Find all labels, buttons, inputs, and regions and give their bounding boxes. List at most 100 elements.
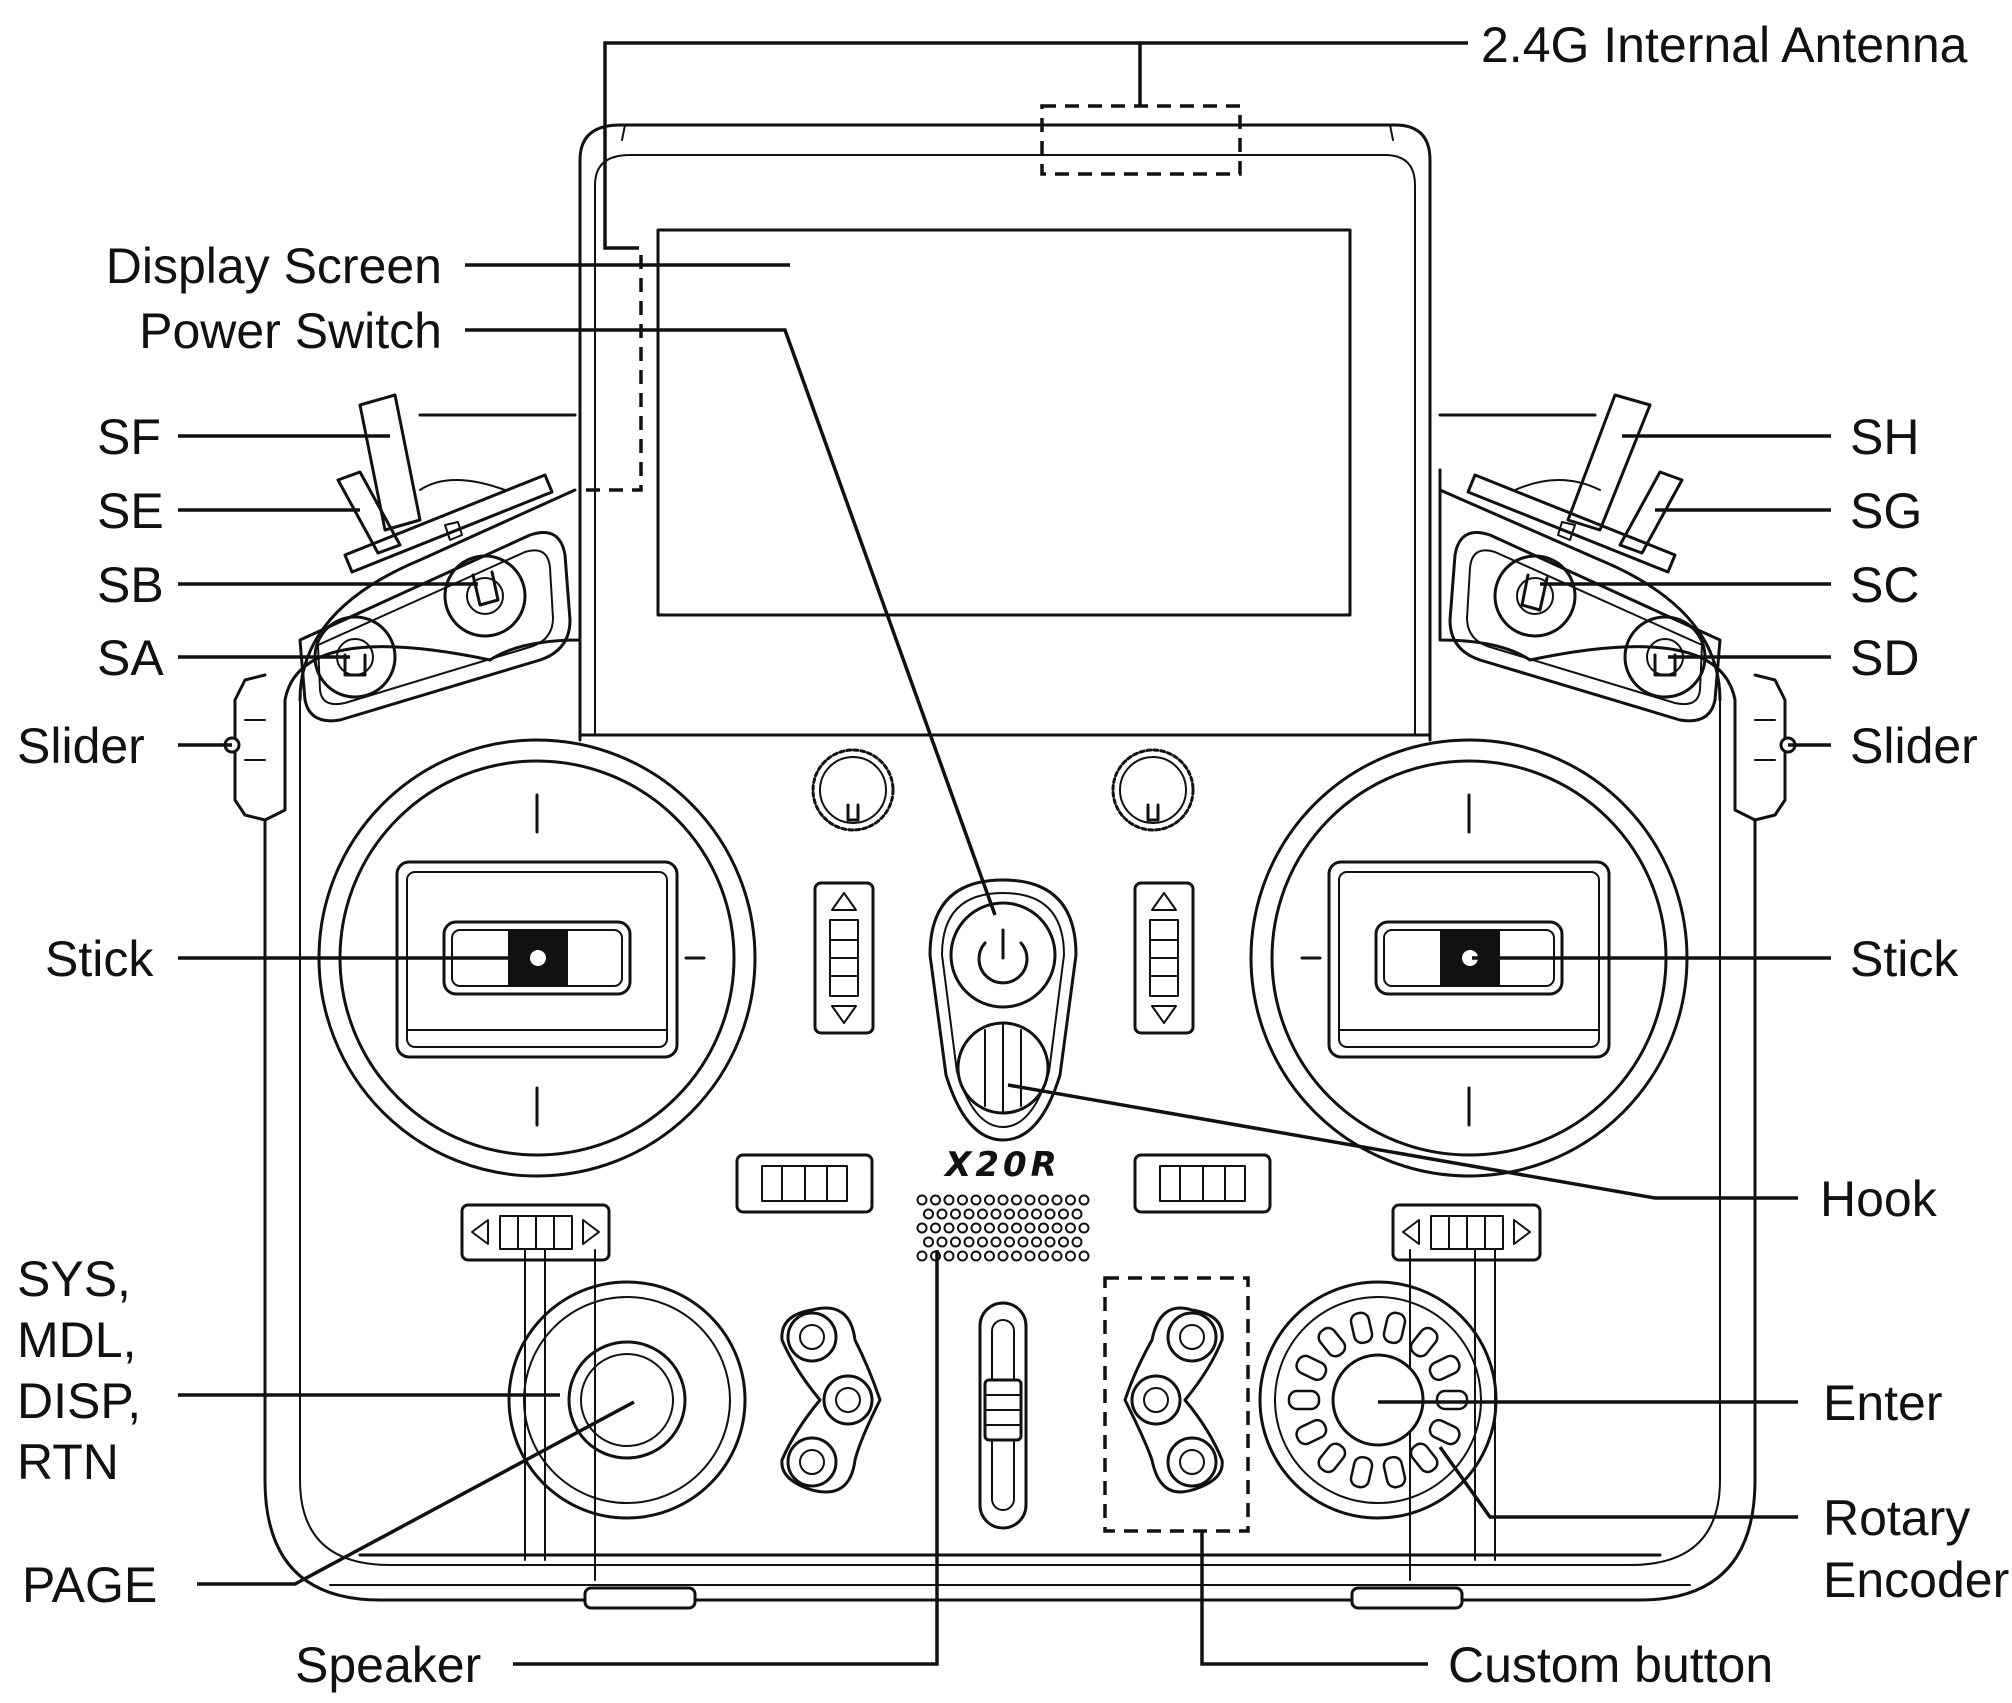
speaker-hole [916,1222,928,1234]
trim-right-vertical[interactable] [1133,881,1195,1035]
speaker-hole [977,1236,988,1248]
speaker-hole [936,1236,948,1248]
custom-key-3[interactable] [1166,1436,1218,1488]
speaker-hole [1024,1194,1036,1206]
label-page: PAGE [22,1557,157,1613]
left-key-3[interactable] [786,1436,838,1488]
encoder-notch [1409,1442,1439,1474]
knob-left[interactable] [811,748,895,832]
custom-button-cluster [1123,1306,1224,1494]
leader-lines [178,41,1831,1666]
label-display-screen: Display Screen [106,238,442,294]
speaker-hole [1078,1194,1090,1206]
custom-key-1[interactable] [1166,1311,1218,1363]
label-slider-left: Slider [17,718,145,774]
label-stick-right: Stick [1850,931,1959,987]
speaker-hole [1038,1194,1049,1206]
left-switch-cluster [298,393,572,723]
trim-left-vertical[interactable] [813,881,875,1035]
speaker-hole [984,1250,995,1262]
power-switch[interactable] [949,901,1057,1009]
speaker-hole [957,1250,968,1262]
trim-center-left[interactable] [735,1153,874,1214]
speaker-hole [1065,1250,1076,1262]
left-button-cluster [780,1306,882,1494]
label-sf: SF [97,409,161,465]
encoder-notch [1382,1311,1407,1345]
speaker-hole [1051,1194,1063,1206]
knob-right[interactable] [1111,748,1195,832]
encoder-notches [1287,1311,1469,1489]
speaker-hole [1011,1222,1022,1234]
label-rotary: Rotary [1823,1490,1970,1546]
speaker-hole [977,1208,988,1220]
speaker-hole [943,1194,955,1206]
speaker-hole [916,1194,928,1206]
speaker-hole [1024,1222,1036,1234]
speaker-hole [950,1208,961,1220]
custom-key-2[interactable] [1130,1374,1182,1426]
display-screen [656,228,1352,617]
speaker-hole [1024,1250,1036,1262]
encoder-notch [1317,1326,1347,1358]
speaker-hole [1044,1208,1056,1220]
encoder-notch [1428,1354,1461,1382]
left-key-1[interactable] [786,1311,838,1363]
encoder-notch [1287,1389,1321,1411]
speaker-hole [997,1250,1009,1262]
label-sa: SA [97,630,164,686]
encoder-notch [1428,1418,1461,1446]
nav-button-ring[interactable] [507,1280,747,1520]
page-button[interactable] [567,1340,687,1460]
label-slider-right: Slider [1850,718,1978,774]
speaker-hole [930,1194,941,1206]
label-sb: SB [97,557,164,613]
label-disp: DISP, [17,1373,141,1429]
speaker-hole [1011,1194,1022,1206]
speaker-hole [916,1250,928,1262]
speaker-hole [1038,1222,1049,1234]
label-stick-left: Stick [45,931,154,987]
custom-button-region [1103,1276,1250,1533]
label-sh: SH [1850,409,1919,465]
label-sc: SC [1850,557,1919,613]
encoder-notch [1349,1311,1374,1345]
encoder-notch [1349,1455,1374,1489]
speaker-hole [984,1222,995,1234]
encoder-notch [1409,1326,1439,1358]
speaker-hole [963,1236,975,1248]
screen-housing [578,123,1432,742]
label-sg: SG [1850,483,1922,539]
slider-left[interactable] [223,673,267,822]
speaker-hole [1051,1222,1063,1234]
speaker-hole [923,1236,934,1248]
label-se: SE [97,483,164,539]
encoder-notch [1382,1455,1407,1489]
speaker-hole [1011,1250,1022,1262]
speaker-hole [957,1194,968,1206]
transmitter-body [263,413,1757,1610]
rotary-encoder[interactable] [1258,1280,1498,1520]
foot-left [583,1586,697,1610]
enter-button[interactable] [1331,1353,1425,1447]
speaker-hole [990,1208,1002,1220]
label-rtn: RTN [17,1434,119,1490]
speaker-hole [963,1208,975,1220]
speaker-hole [1004,1236,1015,1248]
speaker-hole [1065,1222,1076,1234]
center-slider[interactable] [978,1301,1028,1530]
speaker-hole [923,1208,934,1220]
label-antenna: 2.4G Internal Antenna [1481,17,1968,73]
trim-center-right[interactable] [1133,1153,1272,1214]
label-sd: SD [1850,630,1919,686]
label-power-switch: Power Switch [139,303,442,359]
speaker-hole [1078,1222,1090,1234]
label-encoder: Encoder [1823,1552,2009,1608]
encoder-notch [1295,1418,1328,1446]
label-hook: Hook [1820,1171,1938,1227]
slider-right[interactable] [1753,673,1797,822]
trim-left-horizontal[interactable] [460,1203,611,1262]
trim-right-horizontal[interactable] [1391,1203,1542,1262]
label-speaker: Speaker [295,1637,481,1693]
left-key-2[interactable] [822,1374,874,1426]
